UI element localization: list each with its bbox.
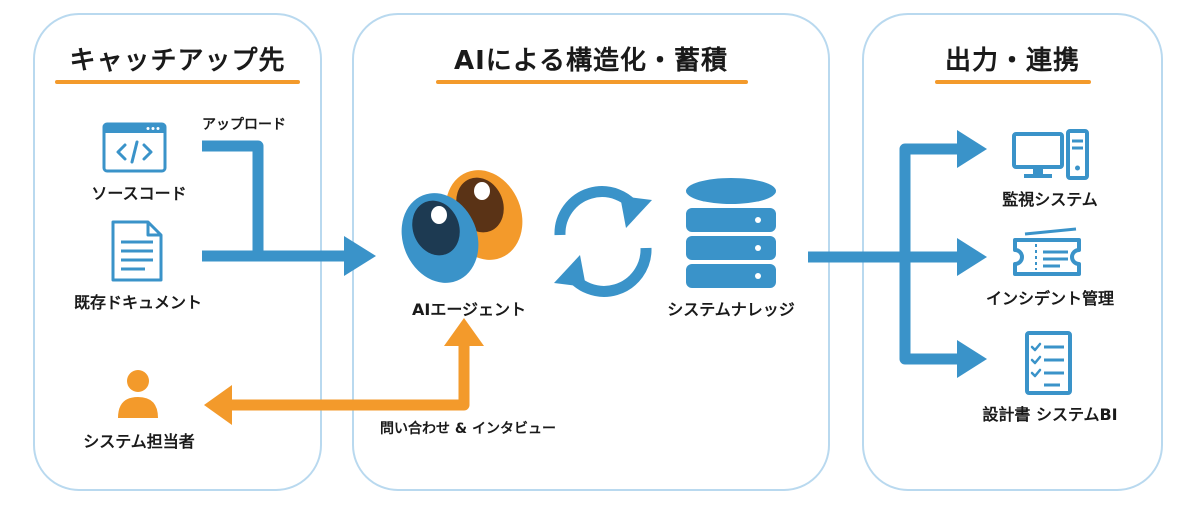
checklist-icon (1025, 331, 1072, 395)
system-owner-label: システム担当者 (83, 432, 195, 451)
ai-agent-label: AIエージェント (411, 300, 527, 319)
computer-icon (1012, 129, 1089, 180)
ticket-icon (1013, 227, 1081, 276)
output-arrows (808, 130, 987, 378)
existing-docs-label: 既存ドキュメント (73, 293, 202, 312)
upload-arrow (202, 140, 376, 276)
panel-ai-title: AIによる構造化・蓄積 (453, 46, 729, 76)
interview-label: 問い合わせ & インタビュー (380, 421, 556, 437)
document-icon (111, 220, 163, 282)
interview-arrow (204, 318, 484, 425)
system-knowledge-label: システムナレッジ (667, 300, 795, 319)
eyes-icon (401, 170, 523, 283)
design-doc-label: 設計書 システムBI (982, 405, 1118, 424)
upload-label: アップロード (202, 117, 286, 133)
database-icon (686, 178, 776, 288)
sync-icon (554, 186, 652, 297)
panel-output-underline (935, 80, 1091, 84)
panel-output-title: 出力・連携 (944, 46, 1080, 76)
code-window-icon (102, 122, 167, 173)
panel-source-underline (55, 80, 300, 84)
source-code-label: ソースコード (91, 184, 187, 203)
panel-ai-underline (436, 80, 748, 84)
person-icon (118, 370, 158, 418)
monitoring-system-label: 監視システム (1002, 190, 1098, 209)
incident-management-label: インシデント管理 (985, 289, 1114, 308)
panel-source-title: キャッチアップ先 (69, 46, 286, 76)
